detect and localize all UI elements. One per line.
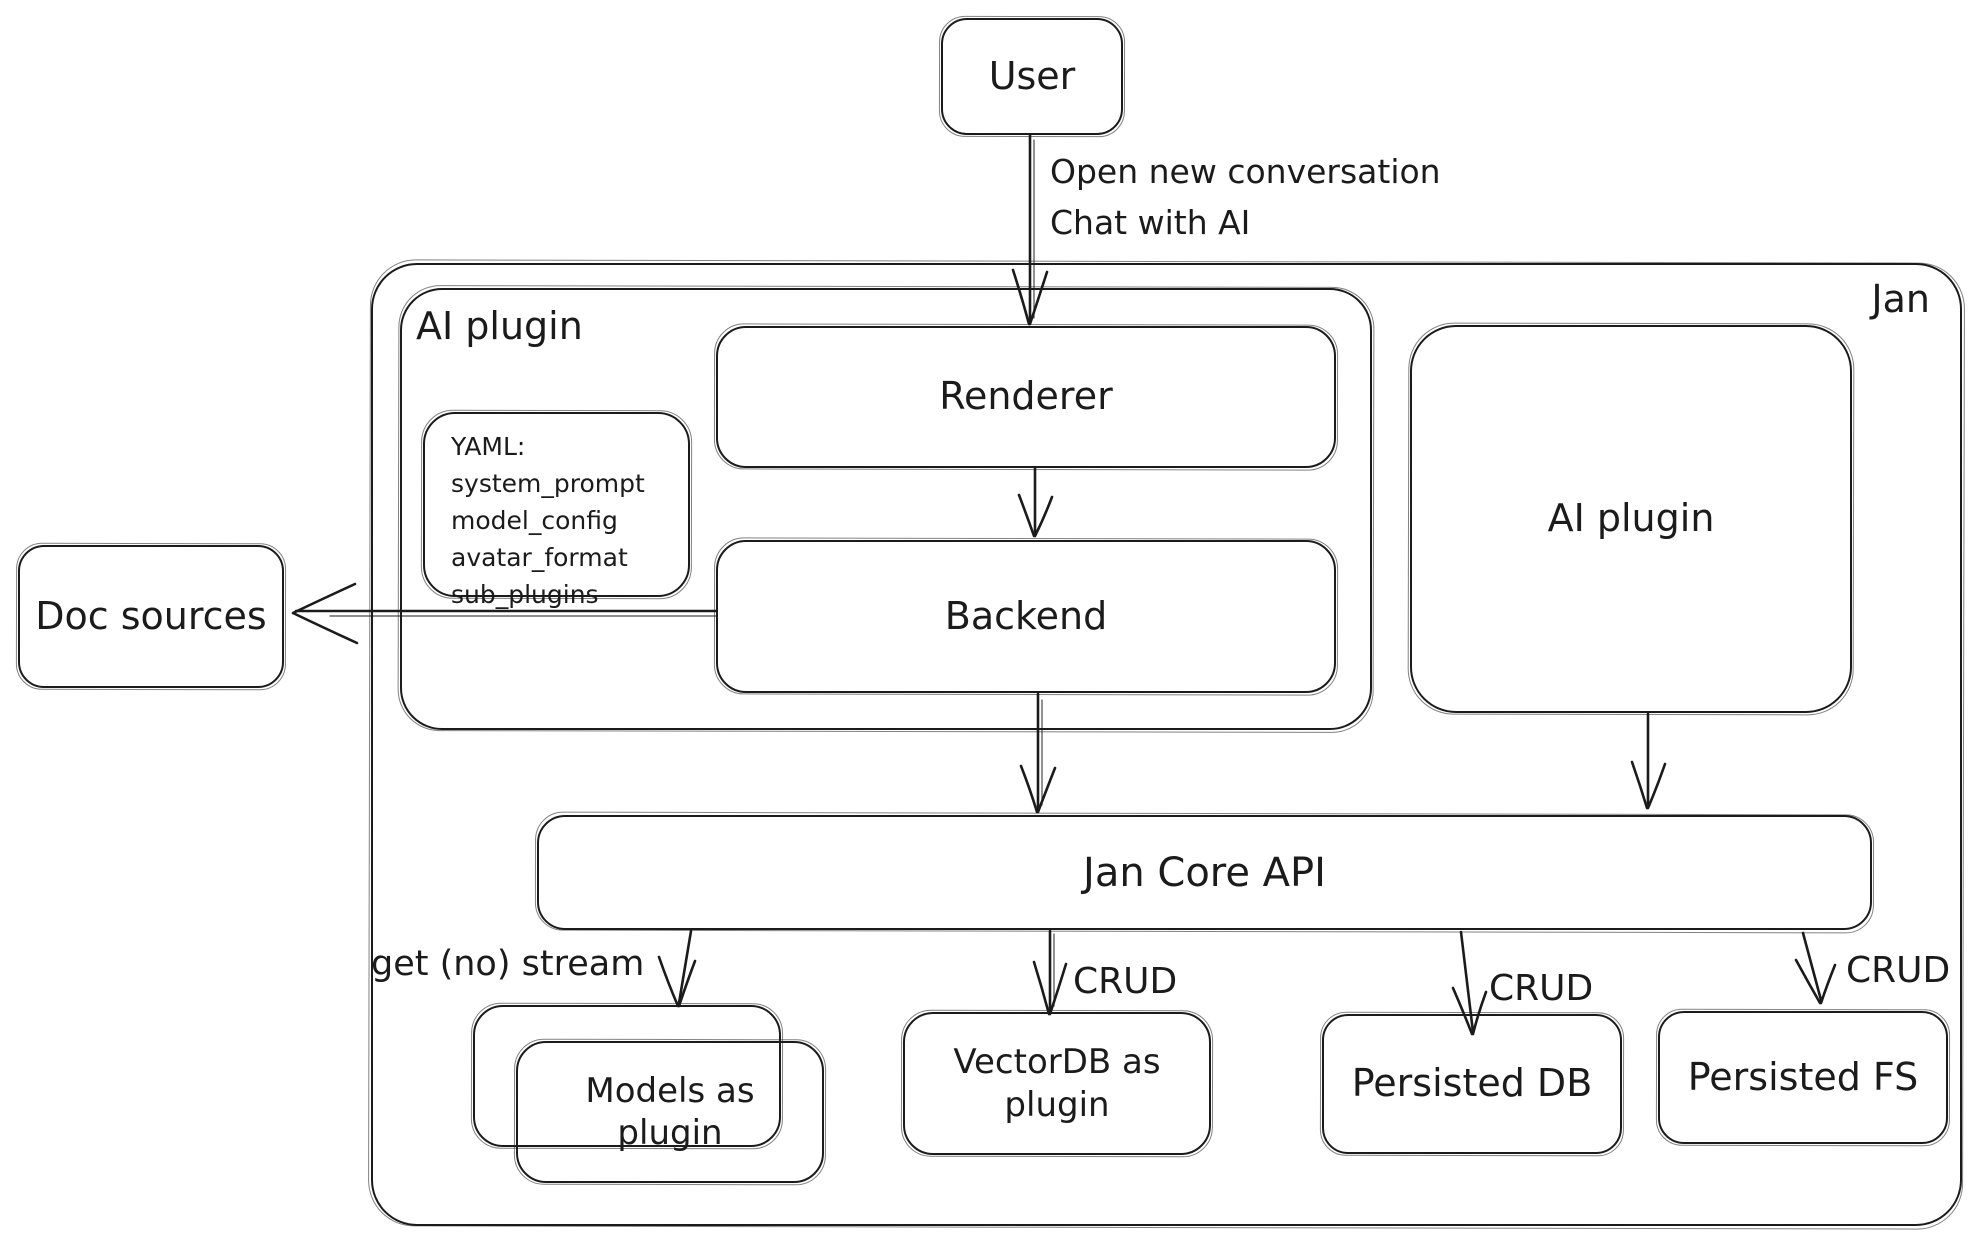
edge-label-get-no-stream: get (no) stream — [371, 944, 645, 984]
edge-label-open-conversation: Open new conversation Chat with AI — [1050, 152, 1441, 242]
node-models-plugin-label: Models as plugin — [585, 1070, 755, 1154]
node-doc-sources-label: Doc sources — [35, 593, 267, 638]
edge-label-line1: Open new conversation — [1050, 152, 1441, 191]
yaml-note-item: system_prompt — [451, 469, 645, 498]
ai-plugin-group: AI plugin — [400, 288, 1372, 730]
ai-plugin-group-label: AI plugin — [416, 304, 583, 348]
node-vectordb-plugin-label: VectorDB as plugin — [953, 1042, 1161, 1125]
node-jan-core-api: Jan Core API — [537, 815, 1872, 930]
node-persisted-db-label: Persisted DB — [1351, 1061, 1593, 1106]
node-models-plugin: Models as plugin — [516, 1041, 824, 1183]
arrow-backend-to-doc-sources-head — [291, 582, 359, 645]
jan-container: Jan — [371, 263, 1962, 1226]
node-backend: Backend — [716, 540, 1336, 693]
jan-container-label: Jan — [1871, 277, 1930, 321]
edge-label-crud-persisted-fs: CRUD — [1846, 950, 1951, 991]
edge-label-crud-vectordb: CRUD — [1073, 961, 1178, 1002]
node-ai-plugin: AI plugin — [1410, 325, 1852, 713]
node-doc-sources: Doc sources — [18, 545, 284, 688]
edge-label-crud-persisted-db: CRUD — [1489, 968, 1594, 1009]
node-persisted-db: Persisted DB — [1322, 1014, 1622, 1154]
node-persisted-fs: Persisted FS — [1658, 1011, 1948, 1144]
node-ai-plugin-label: AI plugin — [1547, 496, 1715, 541]
yaml-note-item: avatar_format — [451, 543, 628, 572]
yaml-note-item: sub_plugins — [451, 580, 599, 609]
node-backend-label: Backend — [944, 593, 1108, 638]
node-user-label: User — [988, 53, 1076, 98]
yaml-note-title: YAML: — [451, 432, 526, 461]
node-persisted-fs-label: Persisted FS — [1687, 1054, 1919, 1099]
node-vectordb-plugin: VectorDB as plugin — [903, 1012, 1211, 1155]
yaml-note-item: model_config — [451, 506, 618, 535]
node-renderer-label: Renderer — [939, 374, 1113, 419]
edge-label-line2: Chat with AI — [1050, 203, 1251, 242]
yaml-note: YAML: system_prompt model_config avatar_… — [423, 412, 690, 609]
node-renderer: Renderer — [716, 326, 1336, 468]
yaml-note-text: YAML: system_prompt model_config avatar_… — [451, 428, 645, 613]
node-user: User — [941, 18, 1123, 135]
node-jan-core-api-label: Jan Core API — [1083, 849, 1326, 896]
